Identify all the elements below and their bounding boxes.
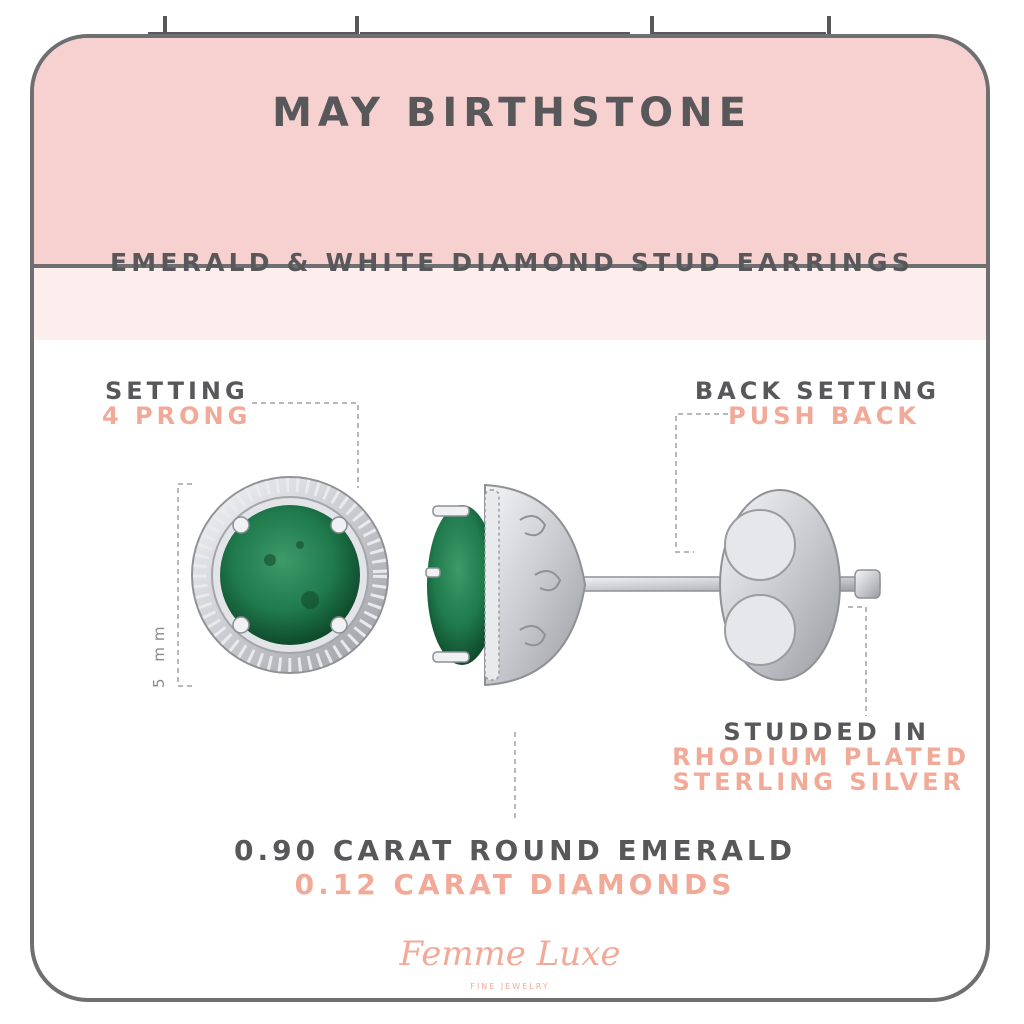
studded-leader [848, 606, 867, 716]
prong [232, 516, 250, 534]
studded-in-value-line1: RHODIUM PLATED [672, 743, 970, 771]
prong [330, 616, 348, 634]
prong [330, 516, 348, 534]
setting-leader [252, 402, 359, 488]
diamond-spec: 0.12 CARAT DIAMONDS [294, 868, 736, 901]
setting-label: SETTING [105, 377, 249, 405]
header-band [34, 38, 986, 268]
studded-in-label: STUDDED IN [723, 718, 930, 746]
setting-value: 4 PRONG [102, 402, 252, 430]
emerald-spec: 0.90 CARAT ROUND EMERALD [234, 834, 796, 867]
side-emerald [427, 505, 497, 665]
back-setting-label: BACK SETTING [694, 377, 940, 405]
back-setting-leader [675, 413, 728, 553]
subheader-band [34, 268, 986, 340]
side-view-earring [425, 483, 881, 687]
brand-logo: Femme Luxe [399, 934, 621, 974]
scroll-basket [484, 483, 587, 687]
front-view-earring [191, 476, 389, 674]
page-title: MAY BIRTHSTONE [272, 90, 752, 136]
prong [232, 616, 250, 634]
back-setting-value: PUSH BACK [728, 402, 920, 430]
product-name: EMERALD & WHITE DIAMOND STUD EARRINGS [110, 248, 914, 277]
dimension-bracket [177, 483, 192, 687]
studded-in-value-line2: STERLING SILVER [672, 768, 965, 796]
brand-tagline: FINE JEWELRY [470, 982, 550, 991]
